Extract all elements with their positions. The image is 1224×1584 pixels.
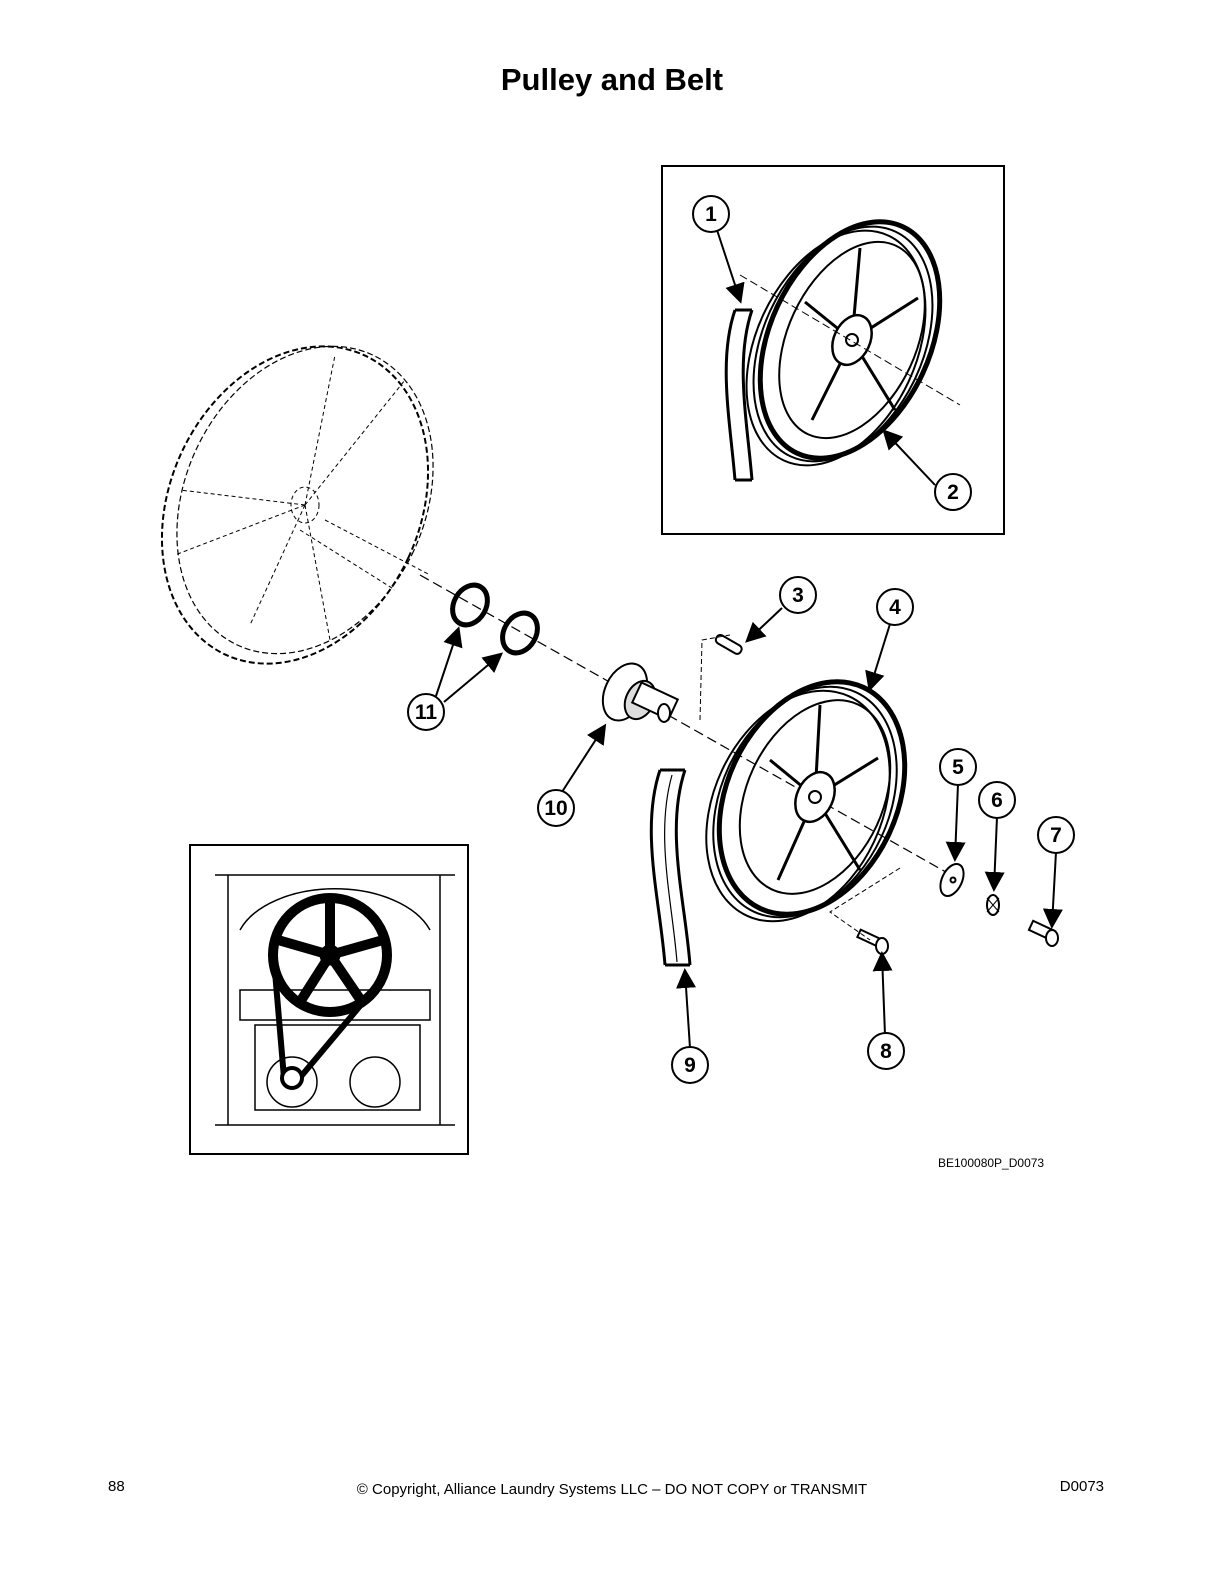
bolt-part	[1027, 919, 1059, 947]
callout-6: 6	[991, 789, 1003, 812]
callout-5: 5	[952, 756, 964, 779]
hub-bushing-part	[601, 662, 680, 723]
callout-7: 7	[1050, 824, 1062, 847]
callout-10: 10	[544, 797, 567, 820]
document-code: D0073	[1059, 1478, 1104, 1495]
washer-part	[939, 863, 965, 897]
leader-lines	[435, 229, 1063, 1049]
callout-8: 8	[880, 1040, 892, 1063]
pulley-part	[705, 679, 908, 923]
callout-11: 11	[415, 701, 438, 724]
callout-3: 3	[792, 584, 804, 607]
screw-part	[856, 928, 889, 955]
belt-part	[649, 768, 692, 967]
page-number: 88	[108, 1478, 125, 1495]
callout-9: 9	[684, 1054, 696, 1077]
copyright-notice: © Copyright, Alliance Laundry Systems LL…	[356, 1481, 868, 1498]
callout-2: 2	[947, 481, 959, 504]
callout-4: 4	[889, 596, 901, 619]
callout-1: 1	[705, 203, 717, 226]
key-part	[714, 633, 743, 655]
lock-washer-part	[986, 894, 1000, 916]
inset-installed-view	[189, 844, 469, 1155]
washer-part	[450, 582, 540, 656]
callout-markers	[407, 195, 1075, 1084]
page-title: Pulley and Belt	[500, 62, 724, 97]
figure-id: BE100080P_D0073	[938, 1156, 1045, 1170]
phantom-drum	[160, 345, 434, 665]
